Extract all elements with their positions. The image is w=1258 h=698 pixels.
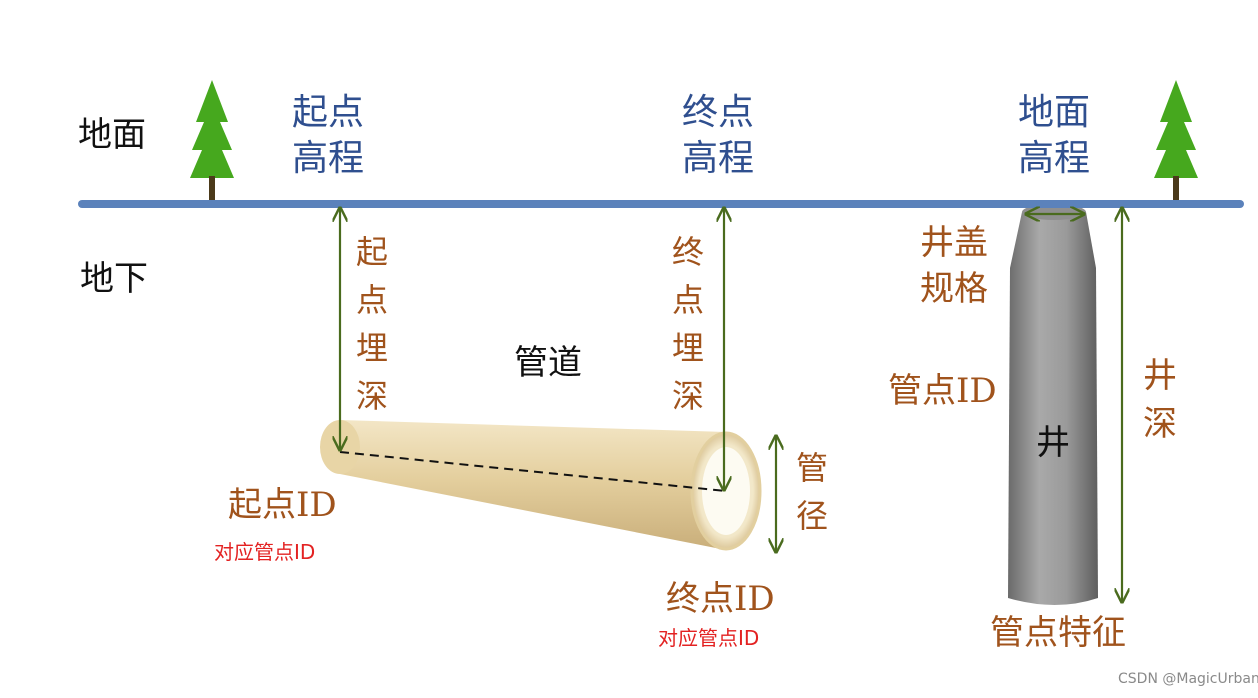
- underground-label: 地下: [80, 259, 148, 299]
- well-label: 井: [1036, 423, 1070, 463]
- tree-icon: [1154, 80, 1198, 200]
- start-elevation-label: 起点高程: [292, 92, 365, 179]
- tree-icon: [190, 80, 234, 200]
- end-id-note: 对应管点ID: [658, 626, 760, 650]
- pipe-centerline: [339, 451, 727, 492]
- end-elevation-label: 终点高程: [682, 92, 755, 179]
- pipe: [320, 420, 762, 551]
- point-feature-label: 管点特征: [990, 613, 1126, 653]
- ground-label: 地面: [78, 115, 146, 155]
- well-depth-label: 井深: [1143, 356, 1177, 444]
- ground-elevation-label: 地面高程: [1018, 92, 1091, 179]
- pipe-diameter-label: 管径: [795, 449, 828, 535]
- cover-spec-label: 井盖规格: [920, 223, 988, 309]
- start-depth-label: 起点埋深: [355, 233, 388, 415]
- pipe-label: 管道: [514, 343, 582, 383]
- end-depth-label: 终点埋深: [671, 233, 704, 415]
- watermark: CSDN @MagicUrban: [1118, 671, 1258, 687]
- manhole-well: [1008, 204, 1098, 605]
- start-id-note: 对应管点ID: [214, 540, 316, 564]
- end-id-label: 终点ID: [666, 579, 775, 619]
- start-id-label: 起点ID: [228, 485, 337, 525]
- point-id-label: 管点ID: [888, 371, 997, 411]
